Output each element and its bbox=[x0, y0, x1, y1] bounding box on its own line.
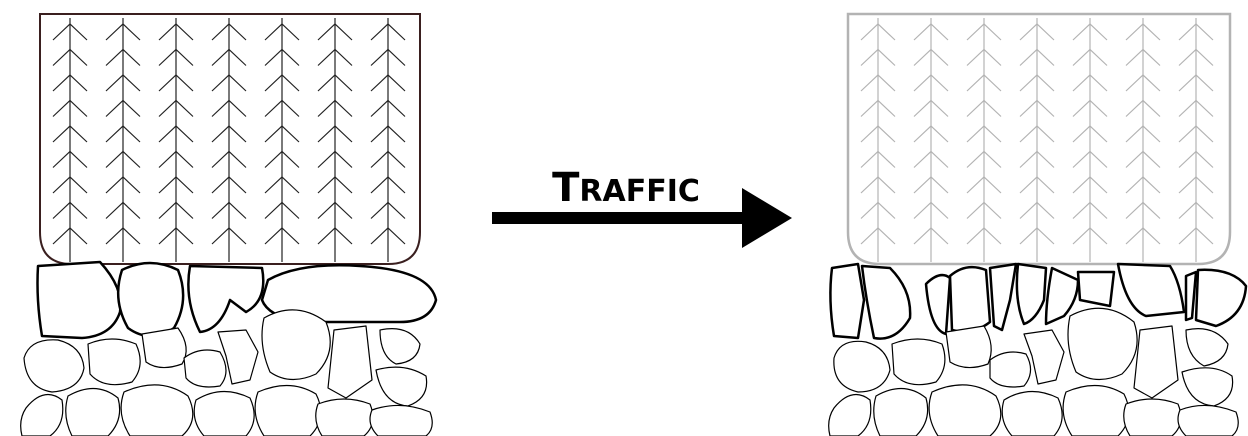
stone-fragment bbox=[1196, 270, 1246, 326]
stone-fragment bbox=[1017, 264, 1046, 324]
arrow-shaft bbox=[492, 212, 744, 224]
pebble bbox=[1063, 385, 1129, 436]
pebble bbox=[376, 367, 427, 406]
pebble bbox=[1182, 368, 1233, 406]
pebble bbox=[370, 405, 432, 436]
pebble bbox=[262, 310, 330, 380]
block-outline-before bbox=[40, 14, 420, 264]
aggregate-top-layer-before bbox=[38, 262, 437, 338]
pebble bbox=[1124, 399, 1181, 436]
arrow-head bbox=[742, 188, 792, 248]
pebble bbox=[946, 326, 991, 368]
pebble bbox=[1068, 308, 1137, 379]
stone-fragment bbox=[862, 266, 910, 339]
pebble bbox=[328, 326, 372, 398]
stone bbox=[38, 262, 121, 338]
block-before bbox=[40, 14, 420, 264]
stone-fragment bbox=[1118, 264, 1184, 316]
stone-fragment bbox=[926, 275, 950, 334]
pebble bbox=[1134, 326, 1178, 398]
pebble bbox=[1178, 405, 1238, 436]
pebble bbox=[184, 350, 226, 387]
pebble bbox=[929, 385, 1001, 436]
pebble bbox=[1186, 329, 1228, 366]
traffic-arrow: TRAFFIC bbox=[492, 165, 792, 248]
stone-fragment bbox=[830, 264, 864, 338]
arrow-label: TRAFFIC bbox=[552, 165, 700, 211]
pebble bbox=[255, 385, 321, 436]
aggregate-top-layer-after bbox=[830, 264, 1246, 339]
pebble bbox=[990, 352, 1031, 387]
pebble bbox=[1002, 391, 1062, 436]
stone-fragment bbox=[990, 264, 1016, 330]
pebble bbox=[194, 391, 254, 436]
panel-after bbox=[829, 14, 1246, 436]
pebble bbox=[316, 399, 373, 436]
pebble bbox=[21, 395, 63, 436]
panel-before bbox=[21, 14, 436, 436]
pebble bbox=[88, 339, 140, 385]
stone-fragment bbox=[1186, 272, 1196, 320]
pebble bbox=[142, 328, 186, 368]
pebble bbox=[380, 329, 420, 364]
stone bbox=[188, 266, 263, 332]
pebble bbox=[874, 388, 928, 436]
pebble bbox=[829, 395, 871, 436]
block-after bbox=[848, 14, 1230, 264]
pebble bbox=[834, 341, 890, 392]
stone bbox=[118, 263, 183, 336]
pebble bbox=[24, 340, 84, 392]
stone-fragment bbox=[1078, 272, 1114, 306]
stone-fragment bbox=[950, 267, 990, 332]
pebble bbox=[121, 385, 193, 436]
pebble bbox=[66, 388, 120, 436]
pebble bbox=[892, 339, 945, 385]
